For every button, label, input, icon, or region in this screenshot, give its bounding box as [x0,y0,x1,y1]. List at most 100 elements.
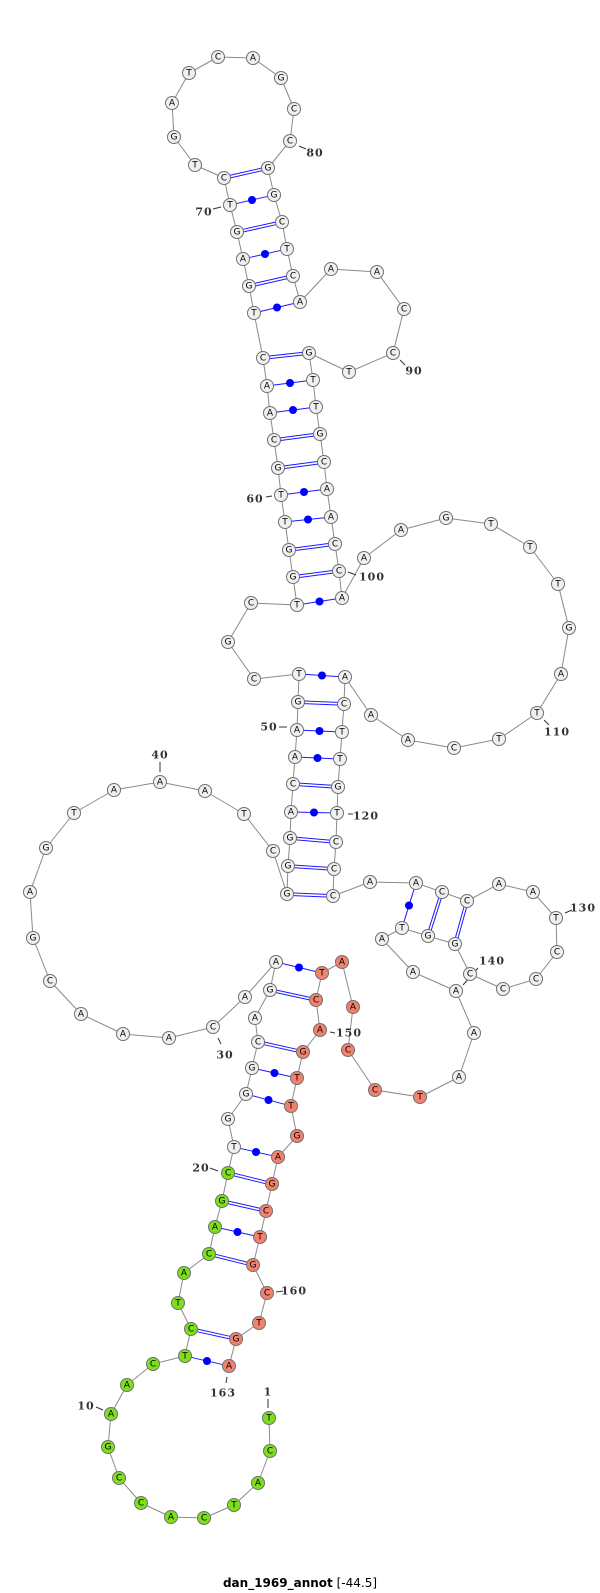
nucleotide-119: G [331,780,345,794]
pair-dot [270,1069,279,1077]
nucleotide-159: G [246,1258,260,1272]
pair-bond-line [269,354,303,360]
backbone-segment [344,676,372,716]
nucleotide-125: A [409,876,423,890]
nucleotide-157: C [259,1204,273,1218]
nucleotide-circle [266,844,280,858]
nucleotide-circle [278,515,292,529]
nucleotide-22: G [221,1112,235,1126]
nucleotide-circle [198,784,212,798]
nucleotide-circle [197,1511,211,1525]
nucleotide-51: G [291,695,305,709]
nucleotide-circle [267,188,281,202]
nucleotide-124: A [363,875,377,889]
label-tick [265,495,273,498]
nucleotide-letter: G [234,228,241,238]
nucleotide-135: G [448,937,462,951]
nucleotide-66: T [247,306,261,320]
nucleotide-80: C [283,134,297,148]
nucleotide-circle [286,570,300,584]
nucleotide-letter: C [464,897,470,907]
pair-dot [264,1096,273,1104]
nucleotide-146: A [346,1000,360,1014]
nucleotide-letter: T [495,735,502,745]
nucleotide-circle [401,733,415,747]
nucleotide-27: G [263,983,277,997]
label-tick [225,1376,228,1384]
nucleotide-17: C [202,1247,216,1261]
pair-dot [310,808,318,817]
pair-dot [313,754,322,762]
pair-bond-line [457,907,467,939]
backbone-segment [73,789,115,814]
nucleotide-letter: A [456,1073,463,1083]
nucleotide-circle [370,265,384,279]
nucleotide-circle [375,932,389,946]
nucleotide-circle [171,1296,185,1310]
nucleotide-letter: A [297,298,304,308]
nucleotide-circle [247,672,261,686]
nucleotide-circle [333,752,347,766]
base-pair-21-155 [240,1147,272,1157]
nucleotide-letter: C [500,985,506,995]
base-pairs [191,167,467,1366]
backbone-segment [159,781,206,792]
nucleotide-circle [341,1043,355,1057]
nucleotide-circle [335,591,349,605]
nucleotide-circle [324,262,338,276]
nucleotide-50: A [290,723,304,737]
nucleotide-letter: G [443,514,450,524]
nucleotide-circle [104,1407,118,1421]
nucleotide-140: A [449,984,463,998]
nucleotide-circle [484,517,498,531]
nucleotide-letter: C [287,137,293,147]
nucleotide-letter: G [233,1335,240,1345]
position-label-50: 50 [260,721,277,734]
nucleotide-circle [320,482,334,496]
backbone-segment [419,1076,460,1098]
nucleotide-circle [328,537,342,551]
nucleotide-letter: A [405,736,412,746]
nucleotide-letter: C [291,105,297,115]
nucleotide-circle [263,983,277,997]
nucleotide-letter: A [324,485,331,495]
nucleotide-circle [492,877,506,891]
pair-bond-line [430,898,442,931]
nucleotide-82: G [267,188,281,202]
nucleotide-letter: G [285,862,292,872]
nucleotide-letter: G [243,1090,250,1100]
nucleotide-letter: A [108,1410,115,1420]
nucleotide-circle [188,158,202,172]
nucleotide-circle [43,974,57,988]
base-pair-45-122 [294,864,328,871]
nucleotide-letter: A [350,1003,357,1013]
nucleotide-circle [346,1000,360,1014]
nucleotide-letter: A [242,993,249,1003]
nucleotide-64: A [260,379,274,393]
nucleotide-71: C [217,171,231,185]
nucleotide-47: A [284,805,298,819]
nucleotide-letter: G [225,1115,232,1125]
nucleotide-89: C [397,302,411,316]
nucleotide-circle [283,134,297,148]
nucleotide-circle [263,406,277,420]
nucleotide-letter: C [279,218,285,228]
free-energy: [-44.5] [336,1576,378,1590]
nucleotide-letter: A [267,409,274,419]
pair-bond-line [428,897,440,930]
nucleotide-circle [288,750,302,764]
pair-dot [286,379,294,387]
nucleotide-circle [271,1150,285,1164]
nucleotide-circle [287,102,301,116]
position-label-160: 160 [281,1285,307,1298]
nucleotide-11: A [120,1378,134,1392]
pair-bond-line [294,867,328,871]
nucleotide-circle [395,921,409,935]
nucleotide-letter: C [270,847,276,857]
nucleotide-1: T [262,1411,276,1425]
nucleotide-15: T [171,1296,185,1310]
nucleotide-letter: C [554,948,560,958]
pair-bond-line [215,1253,248,1263]
base-pair-50-117 [303,727,336,735]
nucleotide-circle [164,1510,178,1524]
